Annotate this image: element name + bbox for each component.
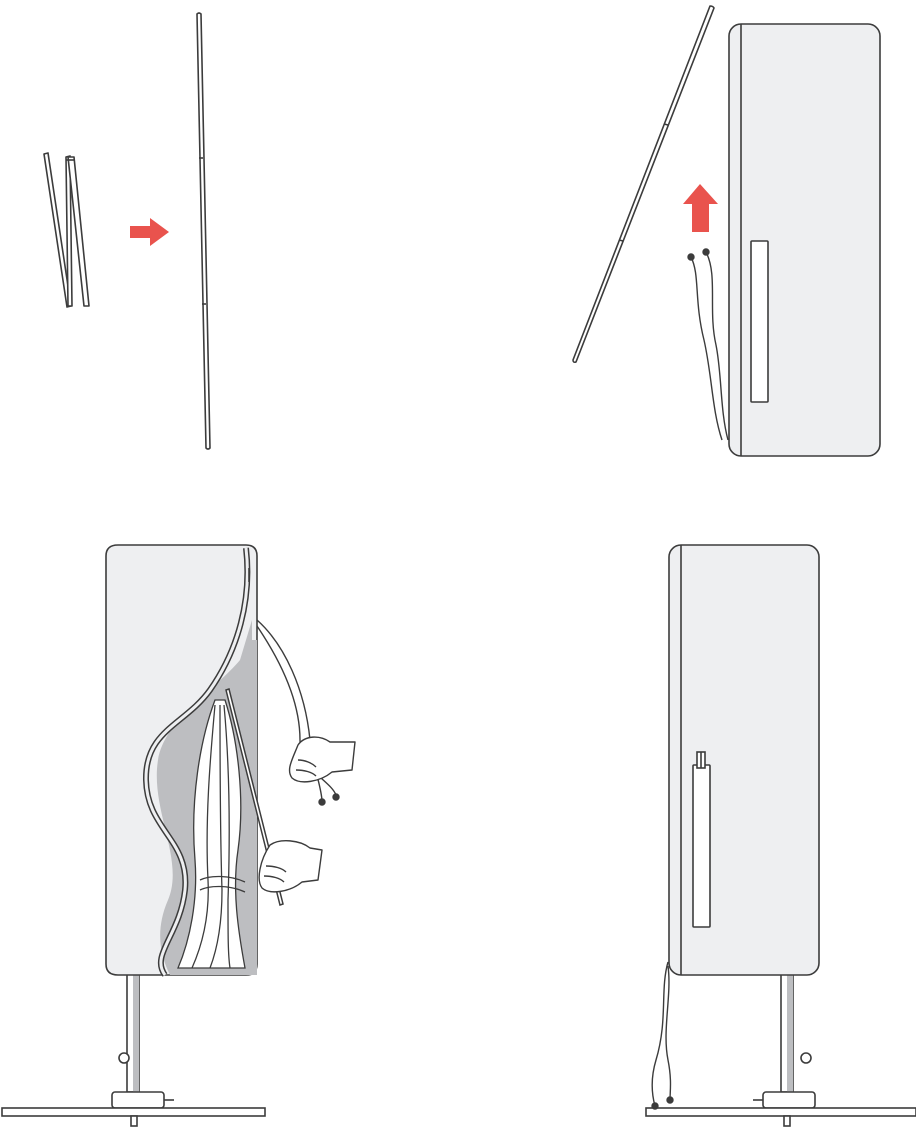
drawstring-cords xyxy=(651,961,674,1110)
step-4-panel xyxy=(645,544,916,1127)
umbrella-canopy xyxy=(177,699,246,969)
step-1-panel xyxy=(43,12,211,450)
right-arrow-icon xyxy=(130,218,169,246)
hand-icon xyxy=(258,840,323,893)
folded-pole-sections xyxy=(43,152,90,308)
umbrella-stand xyxy=(645,973,916,1127)
assembled-pole xyxy=(196,12,211,450)
cover-bag xyxy=(728,23,881,457)
umbrella-stand xyxy=(1,973,266,1127)
up-arrow-icon xyxy=(683,184,718,232)
step-2-panel xyxy=(572,5,881,457)
step-3-panel xyxy=(1,544,356,1127)
slanted-pole xyxy=(572,5,715,364)
cover-bag xyxy=(668,544,820,976)
drawstring-cords xyxy=(687,248,729,441)
hand-icon xyxy=(288,736,356,783)
